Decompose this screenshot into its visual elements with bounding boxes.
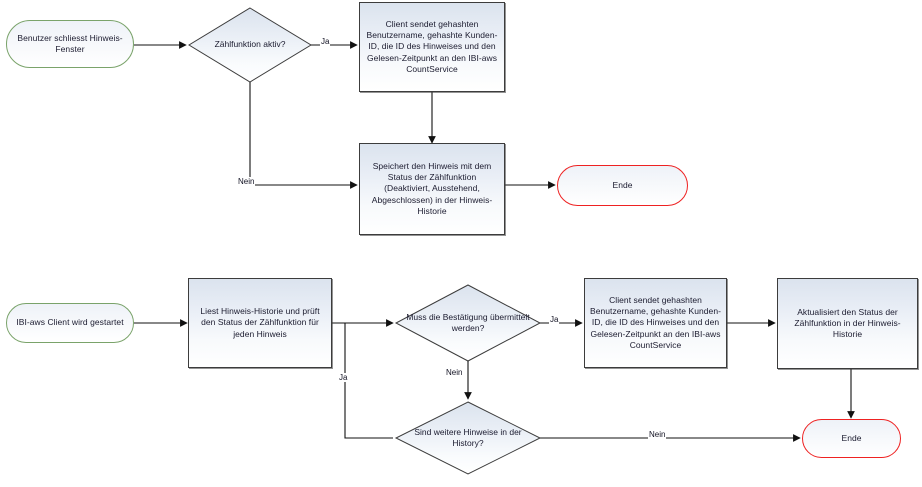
node-label: Client sendet gehashten Benutzername, ge…: [366, 18, 498, 74]
start-ibi-aws-client-gestartet[interactable]: IBI-aws Client wird gestartet: [6, 303, 134, 343]
node-label: Ende: [612, 179, 633, 190]
edge-label-nein-more: Nein: [648, 430, 667, 439]
edge-decision-no-to-store: [249, 82, 358, 189]
edge-label-text: Nein: [238, 177, 255, 186]
edge-label-text: Ja: [321, 37, 330, 46]
edge-label-ja-confirm: Ja: [549, 315, 560, 324]
edge-label-nein-confirm: Nein: [445, 368, 464, 377]
node-label: IBI-aws Client wird gestartet: [16, 317, 124, 328]
edge-label-ja-loop: Ja: [338, 373, 349, 382]
node-label: Speichert den Hinweis mit dem Status der…: [371, 160, 493, 216]
decision-zaehlfunktion-aktiv-shape: [188, 7, 312, 83]
edge-label-nein-top: Nein: [237, 177, 256, 186]
edge-label-text: Nein: [649, 430, 666, 439]
process-client-sendet-countservice-top[interactable]: Client sendet gehashten Benutzername, ge…: [359, 2, 505, 92]
end-terminator-bottom[interactable]: Ende: [802, 419, 901, 458]
start-benutzer-schliesst-hinweis-fenster[interactable]: Benutzer schliesst Hinweis-Fenster: [6, 20, 134, 68]
node-label: Benutzer schliesst Hinweis-Fenster: [17, 32, 123, 54]
node-label: Ende: [841, 432, 862, 443]
process-client-sendet-countservice-bottom[interactable]: Client sendet gehashten Benutzername, ge…: [584, 278, 727, 368]
node-label: Aktualisiert den Status der Zählfunktion…: [794, 306, 901, 340]
process-speichert-hinweis-status[interactable]: Speichert den Hinweis mit dem Status der…: [359, 143, 505, 235]
decision-bestaetigung-shape: [394, 284, 542, 362]
process-liest-hinweis-historie[interactable]: Liest Hinweis-Historie und prüft den Sta…: [188, 278, 332, 368]
process-aktualisiert-status[interactable]: Aktualisiert den Status der Zählfunktion…: [777, 278, 918, 369]
edge-label-text: Nein: [446, 368, 463, 377]
edge-label-text: Ja: [550, 315, 559, 324]
end-terminator-top[interactable]: Ende: [557, 165, 688, 206]
node-label: Client sendet gehashten Benutzername, ge…: [590, 294, 721, 350]
node-label: Liest Hinweis-Historie und prüft den Sta…: [200, 306, 320, 339]
decision-weitere-hinweise-shape: [394, 401, 542, 475]
edge-yes-loop-to-more: [344, 323, 393, 439]
edge-label-ja-top: Ja: [320, 37, 331, 46]
edge-label-text: Ja: [339, 373, 348, 382]
